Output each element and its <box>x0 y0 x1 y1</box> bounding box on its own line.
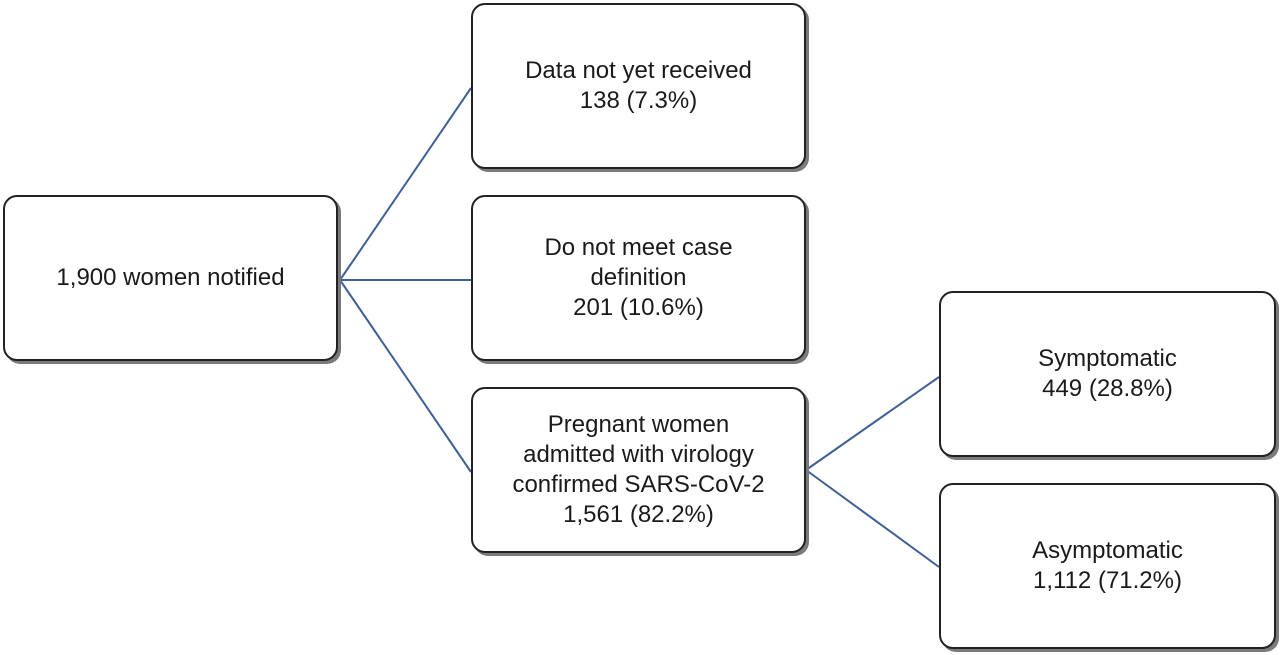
root-node-line: 1,900 women notified <box>56 264 285 291</box>
not-received-label: Data not yet received <box>525 57 752 84</box>
symptomatic-count: 449 (28.8%) <box>1042 375 1173 402</box>
asymptomatic-node: Asymptomatic 1,112 (71.2%) <box>939 483 1276 649</box>
no-case-definition-node: Do not meet case definition 201 (10.6%) <box>471 195 806 361</box>
no-case-definition-label-line-1: Do not meet case <box>544 234 733 261</box>
no-case-definition-node-text: Do not meet case definition 201 (10.6%) <box>544 233 732 323</box>
not-received-count: 138 (7.3%) <box>579 87 698 114</box>
connector-root-to-pregnant-confirmed <box>339 279 472 473</box>
pregnant-confirmed-node-text: Pregnant women admitted with virology co… <box>512 410 764 530</box>
pregnant-confirmed-node: Pregnant women admitted with virology co… <box>471 387 806 553</box>
symptomatic-label: Symptomatic <box>1038 345 1177 372</box>
connector-pregnant-to-asymptomatic <box>805 469 940 568</box>
no-case-definition-label-line-2: definition <box>590 264 687 291</box>
asymptomatic-node-text: Asymptomatic 1,112 (71.2%) <box>1032 536 1183 596</box>
connector-pregnant-to-symptomatic <box>805 376 940 471</box>
root-node: 1,900 women notified <box>3 195 338 361</box>
not-received-node: Data not yet received 138 (7.3%) <box>471 3 806 169</box>
symptomatic-node-text: Symptomatic 449 (28.8%) <box>1038 344 1177 404</box>
pregnant-confirmed-label-line-2: admitted with virology <box>523 441 754 468</box>
pregnant-confirmed-label-line-3: confirmed SARS-CoV-2 <box>512 471 765 498</box>
asymptomatic-count: 1,112 (71.2%) <box>1033 567 1182 594</box>
asymptomatic-label: Asymptomatic <box>1032 537 1183 564</box>
no-case-definition-count: 201 (10.6%) <box>573 294 704 321</box>
root-node-text: 1,900 women notified <box>56 263 284 293</box>
not-received-node-text: Data not yet received 138 (7.3%) <box>525 56 752 116</box>
connector-root-to-not-received <box>339 87 472 281</box>
pregnant-confirmed-count: 1,561 (82.2%) <box>563 501 714 528</box>
pregnant-confirmed-label-line-1: Pregnant women <box>547 411 730 438</box>
symptomatic-node: Symptomatic 449 (28.8%) <box>939 291 1276 457</box>
